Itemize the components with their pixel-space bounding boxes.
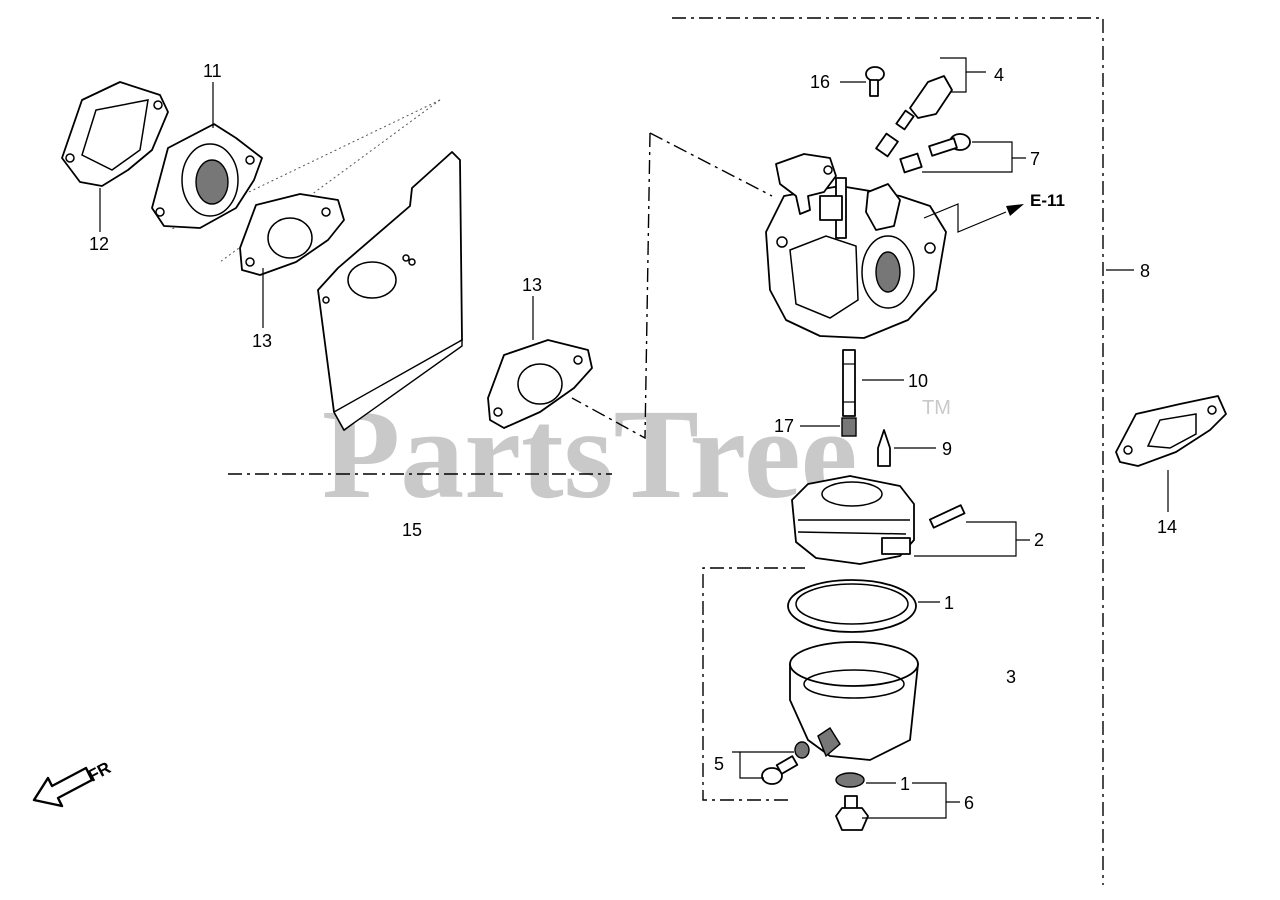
front-direction-arrow-icon [32,766,94,808]
part-15-heat-shield[interactable] [317,151,463,432]
mounting-alignment-line [571,132,773,440]
part-6-drain-bolt[interactable] [835,795,869,831]
callout-13-left[interactable]: 13 [252,331,272,351]
part-10-main-nozzle[interactable] [842,349,856,417]
part-4-pilot-screw-set[interactable] [875,75,953,158]
watermark-trademark: TM [922,397,951,419]
part-13-gasket-left[interactable] [239,193,345,276]
part-14-gasket-right[interactable] [1115,395,1227,467]
part-3-float-chamber[interactable] [789,641,919,761]
part-12-gasket[interactable] [61,81,169,187]
assembly-boundary-3 [702,567,805,801]
assembly-boundary-8 [672,17,1104,885]
part-16-screw[interactable] [865,66,885,97]
callout-15[interactable]: 15 [402,520,422,540]
part-17-main-jet[interactable] [841,417,857,437]
callout-9[interactable]: 9 [942,439,952,459]
callout-17[interactable]: 17 [774,416,794,436]
callout-4[interactable]: 4 [994,65,1004,85]
callout-7[interactable]: 7 [1030,149,1040,169]
part-2-float[interactable] [791,475,966,565]
callout-11[interactable]: 11 [203,61,222,81]
reference-e11-label[interactable]: E-11 [1030,191,1065,210]
callout-10[interactable]: 10 [908,371,928,391]
callout-5[interactable]: 5 [714,754,724,774]
watermark-text: PartsTree [322,383,857,525]
callout-6[interactable]: 6 [964,793,974,813]
reference-e11-line [923,203,1024,233]
part-1-o-ring[interactable] [787,579,917,633]
callout-16[interactable]: 16 [810,72,830,92]
part-13-gasket-middle[interactable] [487,339,593,429]
mounting-dotted-guides [169,99,441,263]
callout-1-lower[interactable]: 1 [900,774,910,794]
callout-1-upper[interactable]: 1 [944,593,954,613]
callout-numbers: 11 12 13 13 15 14 16 4 7 8 10 17 9 2 1 3… [89,61,1177,813]
part-1-washer[interactable] [835,772,865,788]
callout-12[interactable]: 12 [89,234,109,254]
leader-lines [99,57,1169,819]
callout-13-middle[interactable]: 13 [522,275,542,295]
part-9-float-needle[interactable] [877,429,891,467]
part-8-carburetor-body[interactable] [765,153,947,339]
callout-2[interactable]: 2 [1034,530,1044,550]
part-7-throttle-stop-screw[interactable] [899,133,971,174]
callout-3[interactable]: 3 [1006,667,1016,687]
part-5-screw-washer[interactable] [761,741,810,785]
callout-8[interactable]: 8 [1140,261,1150,281]
part-11-insulator[interactable] [151,123,263,229]
callout-14[interactable]: 14 [1157,517,1177,537]
